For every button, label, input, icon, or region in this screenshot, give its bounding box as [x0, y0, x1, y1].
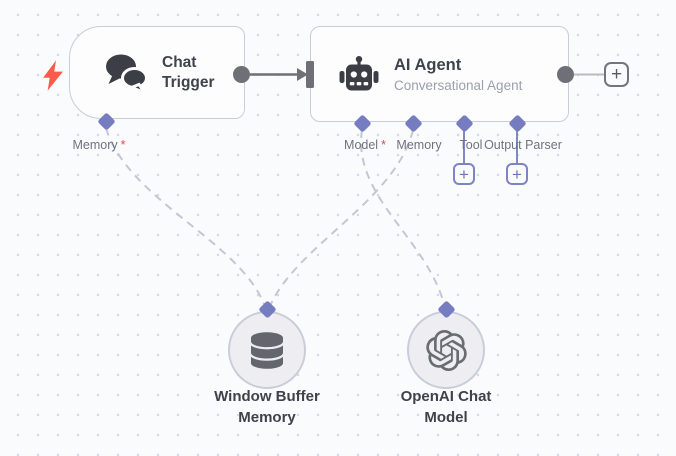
port-label-text: Model — [344, 138, 379, 152]
required-marker: * — [120, 138, 126, 152]
node-chat-trigger[interactable]: Chat Trigger — [69, 26, 245, 119]
add-output-parser-button[interactable]: + — [506, 163, 528, 185]
wire-wbm-to-agent-memory[interactable] — [270, 129, 414, 305]
wire-openai-to-agent-model[interactable] — [360, 129, 445, 305]
chat-bubbles-icon — [106, 54, 148, 94]
add-node-button[interactable]: + — [604, 62, 629, 87]
port-label-text: Memory — [72, 138, 118, 152]
port-label-text: Memory — [396, 138, 442, 152]
node-label: OpenAI Chat Model — [400, 388, 492, 426]
agent-output-parser-port-label: Output Parser — [463, 138, 583, 152]
node-title: Chat Trigger — [162, 54, 215, 91]
agent-model-port-label: Model* — [325, 138, 405, 152]
openai-icon — [425, 329, 467, 371]
port-label-text: Tool — [459, 138, 483, 152]
ai-agent-input-port[interactable] — [306, 61, 314, 88]
node-window-buffer-memory[interactable] — [228, 311, 306, 389]
wire-arrowhead — [297, 68, 308, 81]
port-label-text: Output Parser — [484, 138, 562, 152]
ai-agent-output-port[interactable] — [557, 66, 574, 83]
node-label: Window Buffer Memory — [214, 388, 320, 426]
lightning-bolt-icon — [43, 60, 63, 91]
chat-memory-port-label: Memory* — [59, 138, 139, 152]
node-title: AI Agent — [394, 55, 462, 74]
wire-wbm-to-chat-memory[interactable] — [105, 127, 265, 305]
node-openai-chat-model[interactable] — [407, 311, 485, 389]
chat-trigger-output-port[interactable] — [233, 66, 250, 83]
agent-tool-port-label: Tool — [431, 138, 511, 152]
node-subtitle: Conversational Agent — [394, 77, 523, 93]
required-marker: * — [381, 138, 386, 152]
database-icon — [251, 331, 283, 369]
robot-icon — [339, 55, 379, 90]
agent-memory-port-label: Memory — [379, 138, 459, 152]
node-ai-agent[interactable]: AI Agent Conversational Agent — [310, 26, 569, 122]
add-tool-button[interactable]: + — [453, 163, 475, 185]
